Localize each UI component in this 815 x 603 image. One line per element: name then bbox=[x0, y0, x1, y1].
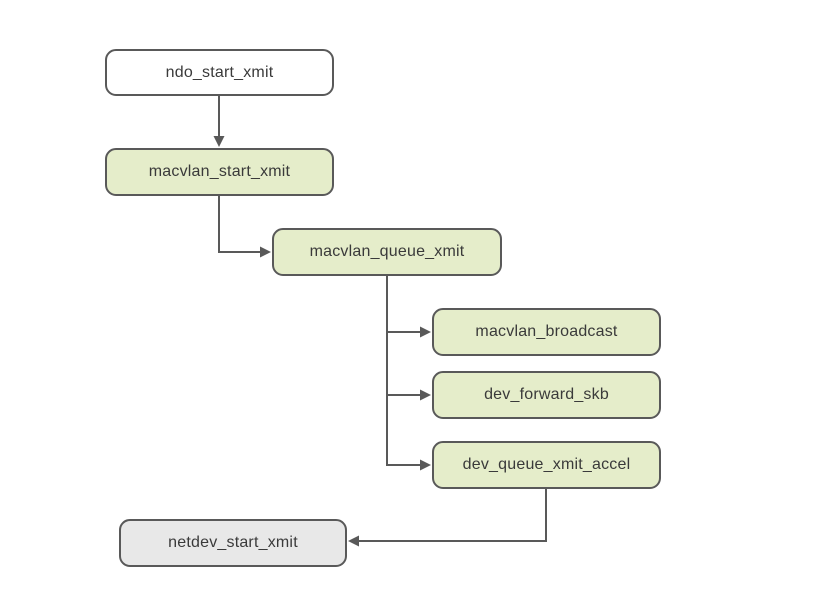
node-label: macvlan_queue_xmit bbox=[309, 243, 465, 260]
connector-macvlan_queue_xmit-to-macvlan_broadcast bbox=[386, 276, 420, 333]
node-netdev-start-xmit: netdev_start_xmit bbox=[119, 519, 347, 567]
connector-macvlan_start_xmit-to-macvlan_queue_xmit bbox=[218, 196, 260, 253]
node-macvlan-queue-xmit: macvlan_queue_xmit bbox=[272, 228, 502, 276]
node-dev-queue-xmit-accel: dev_queue_xmit_accel bbox=[432, 441, 661, 489]
node-label: dev_queue_xmit_accel bbox=[462, 456, 631, 473]
node-ndo-start-xmit: ndo_start_xmit bbox=[105, 49, 334, 96]
arrowhead-icon bbox=[420, 389, 431, 401]
connector-macvlan_queue_xmit-to-dev_forward_skb bbox=[386, 276, 420, 396]
connector-dev_queue_xmit_accel-to-netdev_start_xmit bbox=[359, 489, 547, 542]
arrowhead-icon bbox=[213, 136, 225, 147]
arrowhead-icon bbox=[260, 246, 271, 258]
node-dev-forward-skb: dev_forward_skb bbox=[432, 371, 661, 419]
node-label: macvlan_start_xmit bbox=[148, 163, 291, 180]
connector-macvlan_queue_xmit-to-dev_queue_xmit_accel bbox=[386, 276, 420, 466]
node-macvlan-broadcast: macvlan_broadcast bbox=[432, 308, 661, 356]
node-label: macvlan_broadcast bbox=[475, 323, 618, 340]
node-label: netdev_start_xmit bbox=[168, 534, 298, 551]
arrowhead-icon bbox=[420, 326, 431, 338]
node-label: ndo_start_xmit bbox=[165, 63, 274, 81]
node-label: dev_forward_skb bbox=[484, 386, 609, 403]
node-macvlan-start-xmit: macvlan_start_xmit bbox=[105, 148, 334, 196]
arrowhead-icon bbox=[348, 535, 359, 547]
arrowhead-icon bbox=[420, 459, 431, 471]
